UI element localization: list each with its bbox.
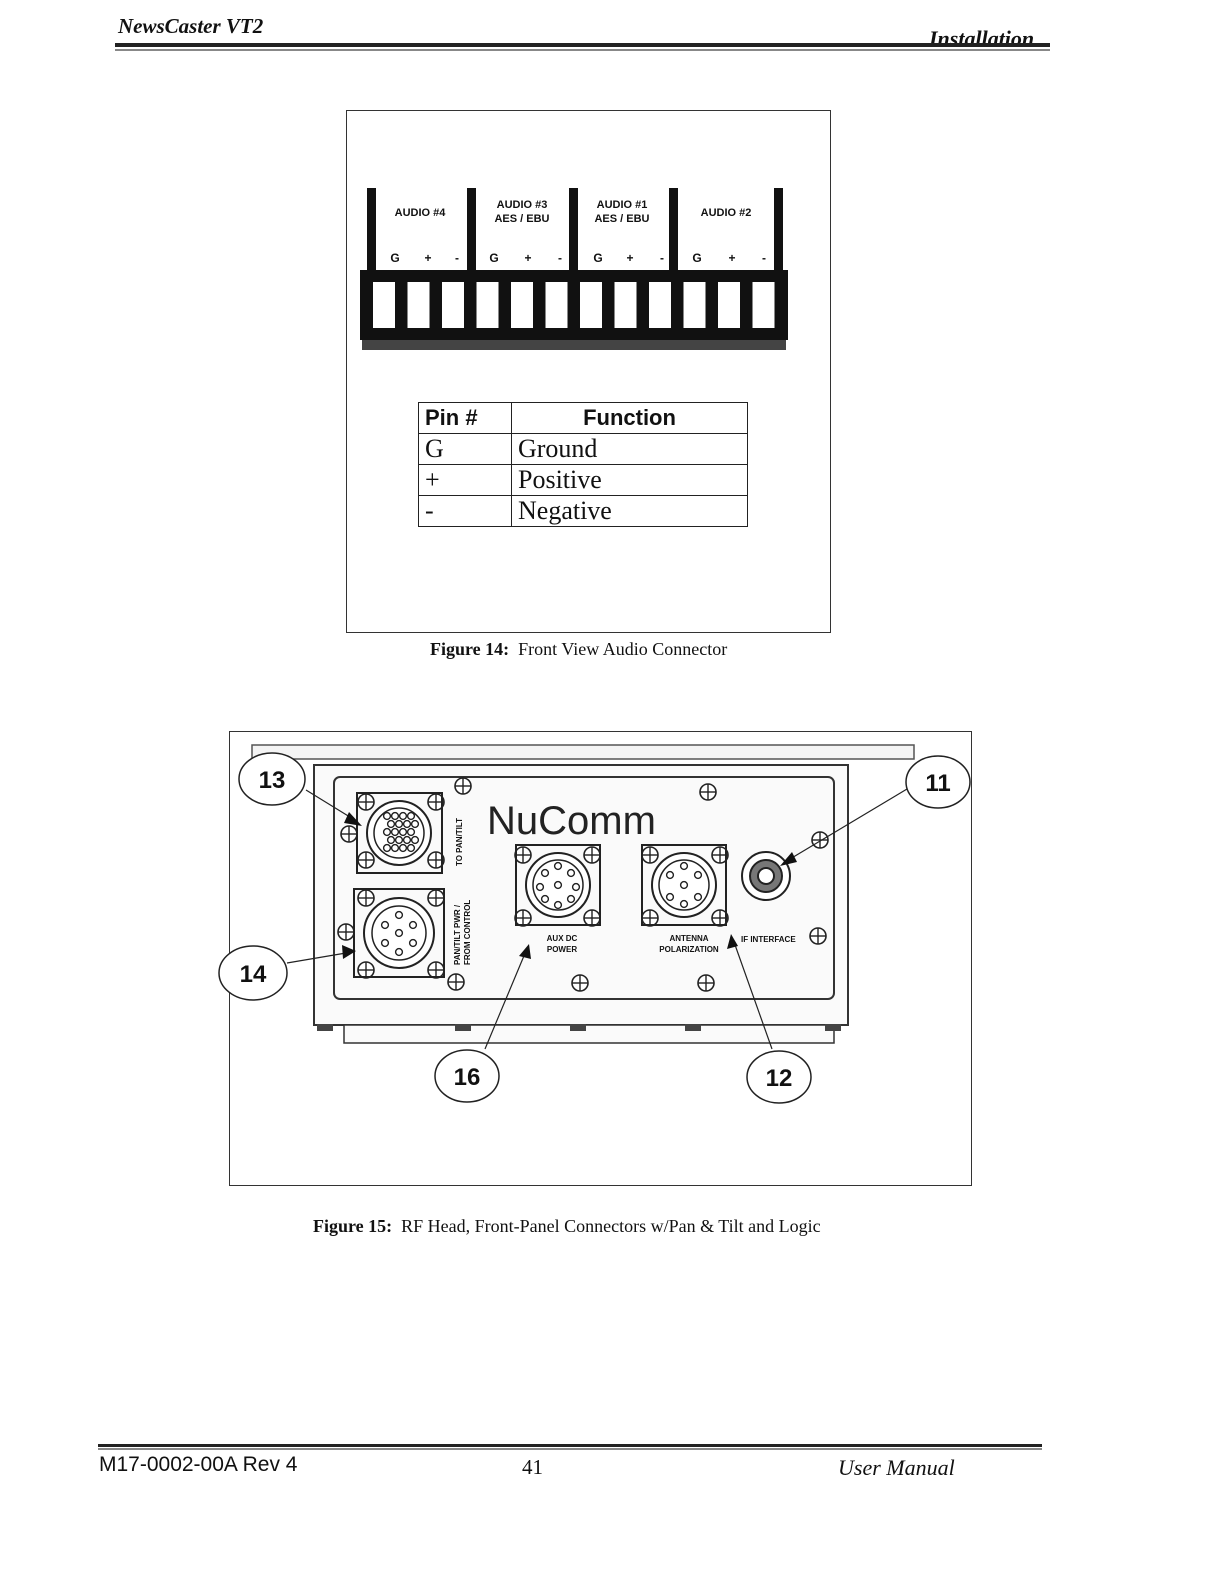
figure-15-caption: Figure 15: RF Head, Front-Panel Connecto… (313, 1216, 821, 1237)
pin-function-table: Pin # Function G Ground + Positive - Neg… (418, 402, 748, 527)
header-rule (115, 43, 1050, 47)
figure-15-caption-text: RF Head, Front-Panel Connectors w/Pan & … (401, 1216, 821, 1236)
table-cell-function: Ground (511, 433, 748, 465)
figure-14-caption: Figure 14: Front View Audio Connector (430, 639, 727, 660)
figure-15-frame (229, 731, 972, 1186)
table-row: - Negative (418, 495, 748, 527)
footer-doc-type: User Manual (838, 1455, 955, 1480)
footer-doc-number: M17-0002-00A Rev 4 (99, 1453, 298, 1476)
table-cell-pin: + (418, 464, 512, 496)
figure-15-caption-label: Figure 15: (313, 1216, 393, 1236)
footer-rule (98, 1444, 1042, 1447)
footer-page-number: 41 (522, 1455, 543, 1479)
table-cell-function: Positive (511, 464, 748, 496)
table-row: + Positive (418, 464, 748, 496)
figure-14-caption-text: Front View Audio Connector (518, 639, 728, 659)
table-header-pin: Pin # (418, 402, 512, 434)
figure-14-frame (346, 110, 831, 633)
table-cell-pin: G (418, 433, 512, 465)
table-cell-pin: - (418, 495, 512, 527)
table-cell-function: Negative (511, 495, 748, 527)
header-rule-thin (115, 49, 1050, 51)
table-header-function: Function (511, 402, 748, 434)
table-header-row: Pin # Function (418, 402, 748, 434)
figure-14-caption-label: Figure 14: (430, 639, 510, 659)
header-doc-title: NewsCaster VT2 (118, 14, 264, 38)
table-row: G Ground (418, 433, 748, 465)
footer-rule-thin (98, 1448, 1042, 1450)
